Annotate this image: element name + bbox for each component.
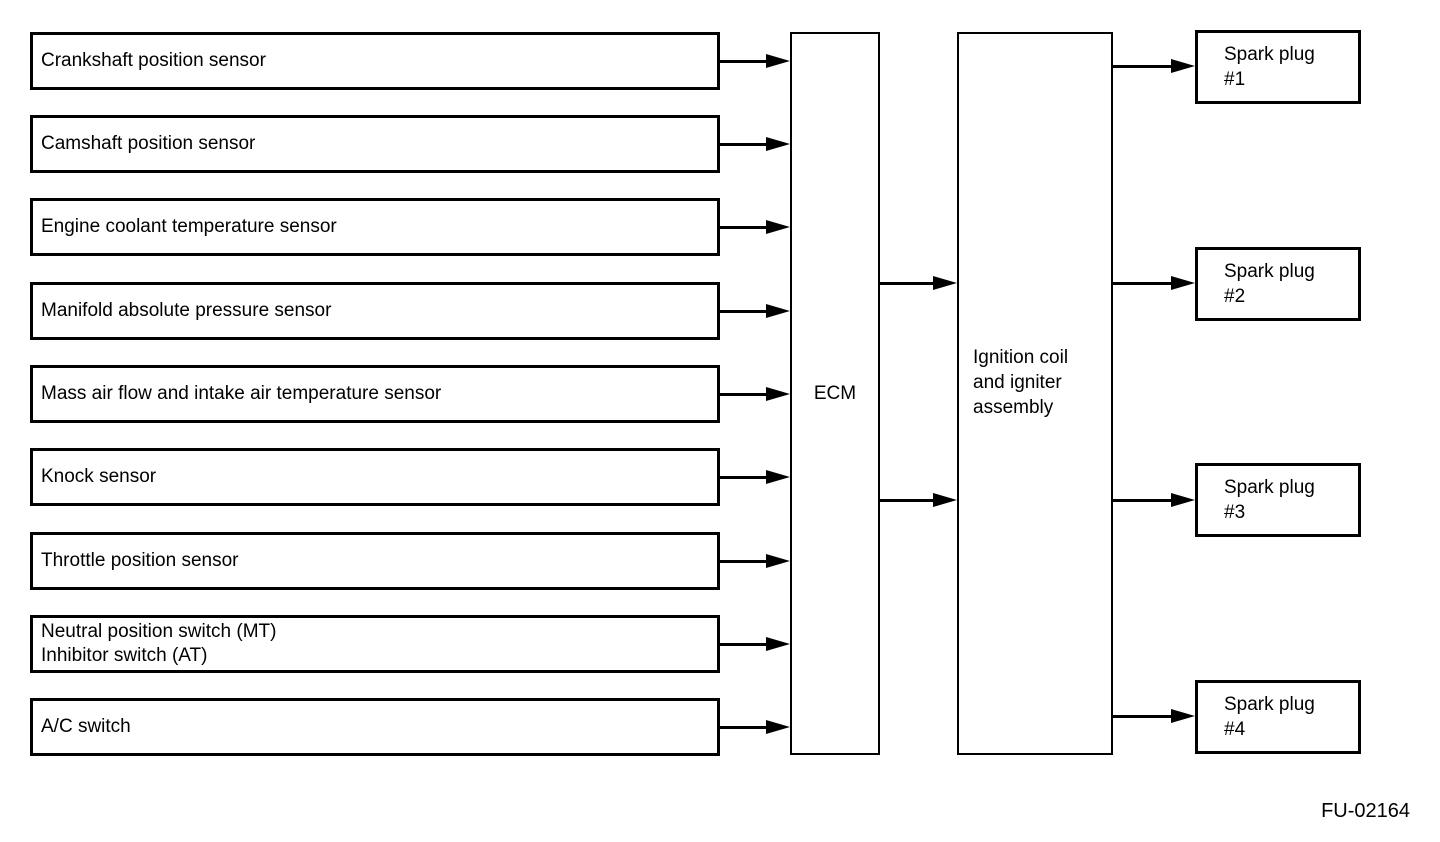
sensor-box-engine-coolant-temperature-sensor: Engine coolant temperature sensor xyxy=(30,198,720,256)
ecm-box-label: ECM xyxy=(813,382,857,404)
figure-number: FU-02164 xyxy=(1321,800,1410,822)
sensor-box-label: Camshaft position sensor xyxy=(41,133,256,154)
sensor-box-label: A/C switch xyxy=(41,716,131,737)
sensor-box-camshaft-position-sensor: Camshaft position sensor xyxy=(30,115,720,173)
sensor-box-label: Throttle position sensor xyxy=(41,550,239,571)
spark-plug-2-box: Spark plug #2 xyxy=(1195,247,1361,321)
sensor-box-manifold-absolute-pressure-sensor: Manifold absolute pressure sensor xyxy=(30,282,720,340)
sensor-box-label: Crankshaft position sensor xyxy=(41,50,266,71)
sensor-box-neutral-position-inhibitor-switch: Neutral position switch (MT) Inhibitor s… xyxy=(30,615,720,673)
sensor-box-label: Knock sensor xyxy=(41,466,157,487)
sensor-box-label: Neutral position switch (MT) Inhibitor s… xyxy=(41,621,277,666)
spark-plug-3-box: Spark plug #3 xyxy=(1195,463,1361,537)
spark-plug-label: Spark plug #2 xyxy=(1224,261,1315,307)
sensor-box-throttle-position-sensor: Throttle position sensor xyxy=(30,532,720,590)
ignition-box-label: Ignition coil and igniter assembly xyxy=(973,347,1069,418)
ecm-box: ECM xyxy=(790,32,880,755)
spark-plug-1-box: Spark plug #1 xyxy=(1195,30,1361,104)
sensor-box-label: Mass air flow and intake air temperature… xyxy=(41,383,442,404)
sensor-box-mass-air-flow-and-intake-air-temperature-sensor: Mass air flow and intake air temperature… xyxy=(30,365,720,423)
sensor-box-crankshaft-position-sensor: Crankshaft position sensor xyxy=(30,32,720,90)
ignition-coil-igniter-assembly-box: Ignition coil and igniter assembly xyxy=(957,32,1113,755)
spark-plug-label: Spark plug #4 xyxy=(1224,694,1315,740)
sensor-box-label: Manifold absolute pressure sensor xyxy=(41,300,332,321)
sensor-box-knock-sensor: Knock sensor xyxy=(30,448,720,506)
sensor-box-label: Engine coolant temperature sensor xyxy=(41,216,337,237)
spark-plug-label: Spark plug #3 xyxy=(1224,477,1315,523)
spark-plug-4-box: Spark plug #4 xyxy=(1195,680,1361,754)
sensor-box-ac-switch: A/C switch xyxy=(30,698,720,756)
spark-plug-label: Spark plug #1 xyxy=(1224,44,1315,90)
